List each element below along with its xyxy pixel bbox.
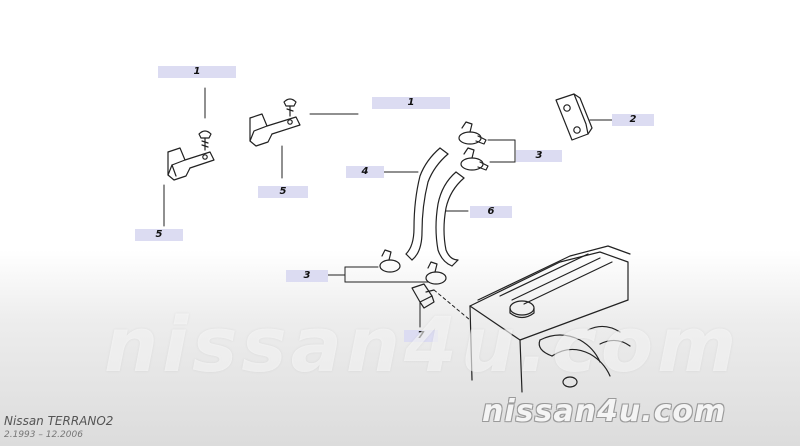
callout-part-3-upper: 3 — [516, 150, 562, 162]
connector-icon — [411, 283, 435, 309]
callout-part-1-left: 1 — [158, 66, 236, 78]
callout-part-7: 7 — [404, 330, 438, 342]
hose-icon — [435, 171, 465, 267]
hose-clamp-icon — [425, 261, 447, 285]
engine-icon — [469, 245, 631, 393]
leader-lines — [163, 87, 613, 328]
callout-part-1-right: 1 — [372, 97, 450, 109]
callout-part-5-right: 5 — [258, 186, 308, 198]
callout-part-3-lower: 3 — [286, 270, 328, 282]
grommet-icon — [555, 93, 593, 141]
production-years: 2.1993 – 12.2006 — [4, 430, 83, 440]
bolt-icon — [198, 130, 212, 151]
bracket-icon — [249, 113, 301, 147]
vehicle-model: Nissan TERRANO2 — [4, 414, 114, 428]
callout-part-5-left: 5 — [135, 229, 183, 241]
callout-part-6: 6 — [470, 206, 512, 218]
hose-icon — [405, 147, 449, 261]
site-logo: nissan4u.com — [482, 394, 727, 429]
hose-clamp-icon — [379, 249, 401, 273]
callout-part-2: 2 — [612, 114, 654, 126]
bolt-icon — [283, 98, 297, 117]
callout-part-4: 4 — [346, 166, 384, 178]
hose-clamp-icon — [460, 147, 489, 171]
hose-clamp-icon — [458, 121, 487, 145]
bracket-icon — [167, 147, 215, 181]
watermark: nissan4u.com — [104, 300, 741, 389]
